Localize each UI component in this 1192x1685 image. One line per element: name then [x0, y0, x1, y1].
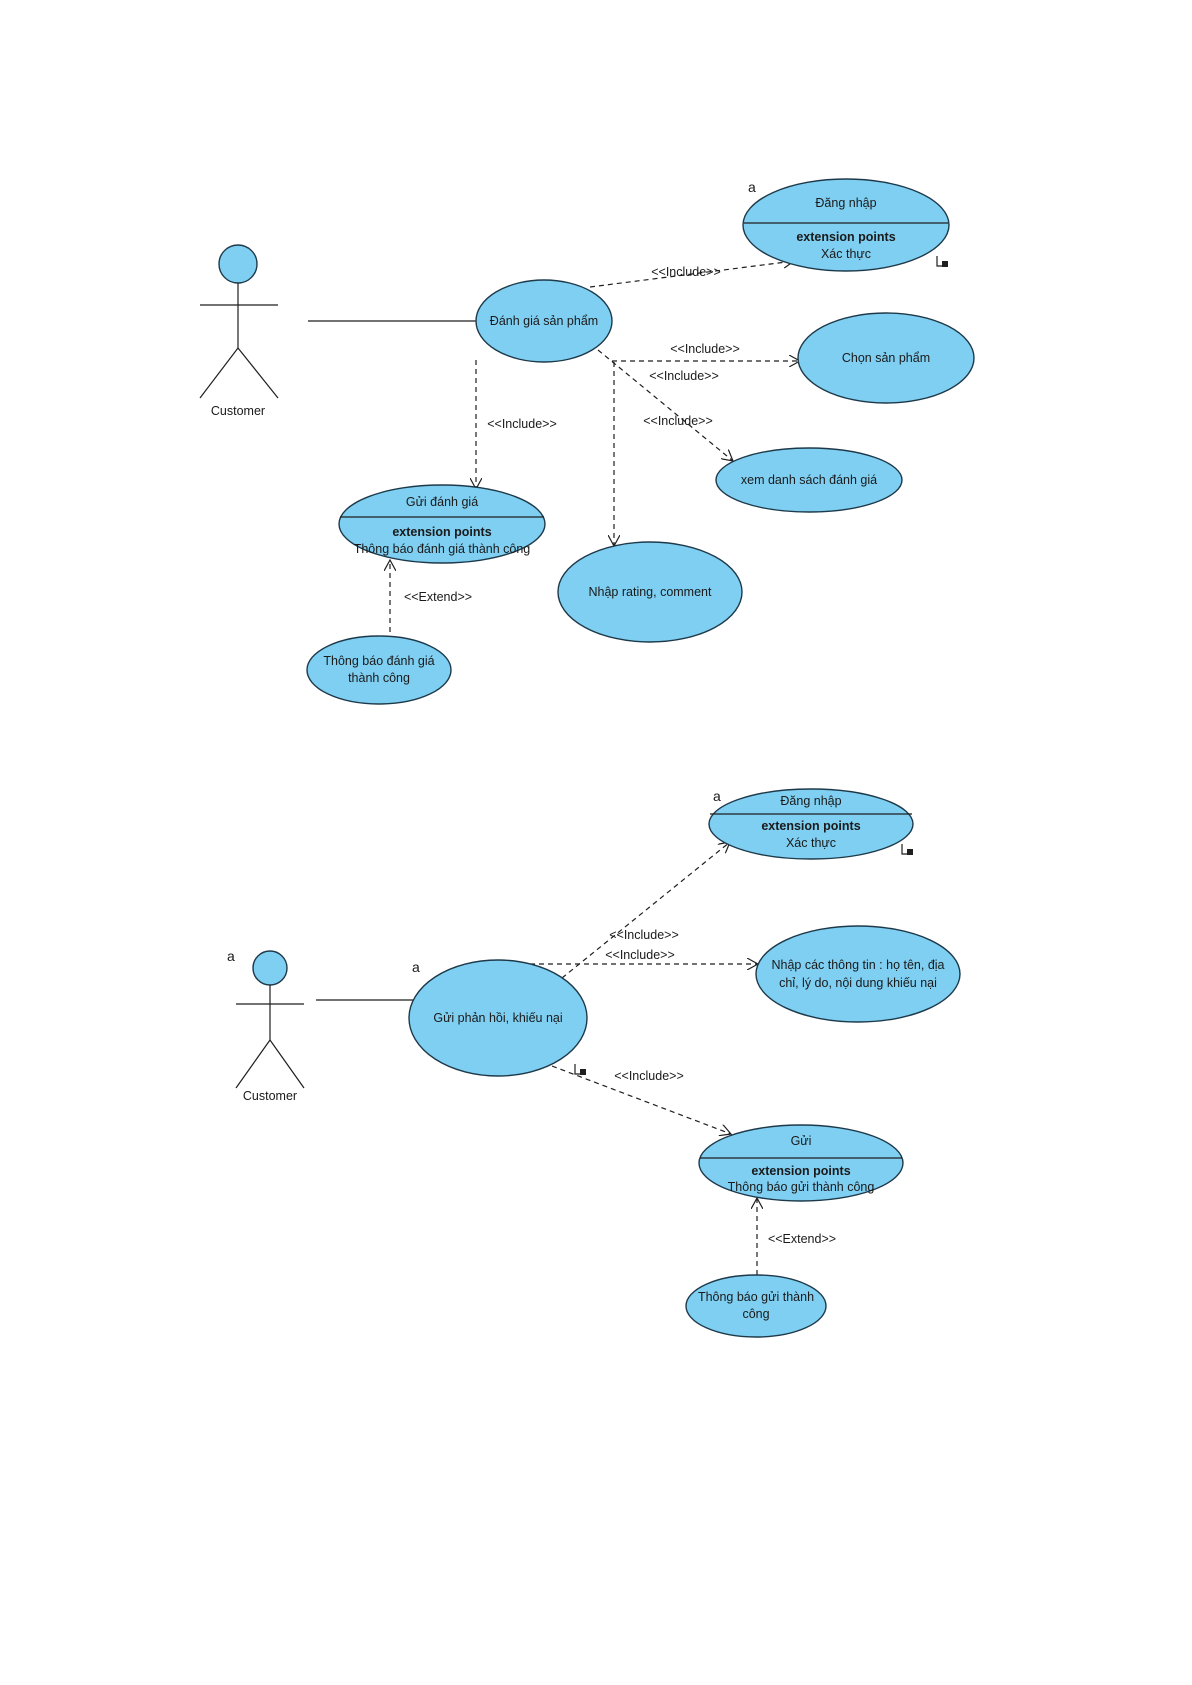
actor-label: Customer	[243, 1089, 297, 1103]
extension-point-value: Thông báo gửi thành công	[728, 1180, 875, 1194]
usecase-chon-san-pham[interactable]: Chọn sản phẩm	[797, 312, 975, 404]
include-label-view-1: <<Include>>	[649, 369, 719, 383]
small-doc-icon	[574, 1064, 586, 1075]
extension-point-value: Xác thực	[821, 247, 871, 261]
usecase-label: Đánh giá sản phẩm	[490, 314, 598, 328]
include-label-view-2: <<Include>>	[643, 414, 713, 428]
usecase-label: Đăng nhập	[780, 794, 841, 808]
usecase-gui-phan-hoi[interactable]: a Gửi phản hồi, khiếu nại	[408, 959, 588, 1077]
usecase-label: Gửi	[791, 1134, 812, 1148]
actor-head	[252, 950, 288, 986]
usecase-nhap-thong-tin[interactable]: Nhập các thông tin : họ tên, địa chỉ, lý…	[755, 925, 961, 1023]
usecase-label-line2: công	[742, 1307, 769, 1321]
include-arrow-send	[551, 1065, 731, 1134]
corner-tag: a	[713, 788, 721, 804]
actor-customer-2[interactable]: a Customer	[227, 948, 305, 1103]
actor-right-leg	[269, 1039, 305, 1089]
extend-label: <<Extend>>	[768, 1232, 836, 1246]
usecase-label-line1: Thông báo đánh giá	[323, 654, 434, 668]
extension-point-value: Thông báo đánh giá thành công	[354, 542, 531, 556]
usecase-gui-danh-gia[interactable]: Gửi đánh giá extension points Thông báo …	[338, 484, 546, 564]
usecase-xem-danh-sach[interactable]: xem danh sách đánh giá	[715, 447, 903, 513]
actor-tag: a	[227, 948, 235, 964]
usecase-label: Chọn sản phẩm	[842, 351, 930, 365]
usecase-dang-nhap-1[interactable]: a Đăng nhập extension points Xác thực	[742, 178, 950, 272]
usecase-label: Đăng nhập	[815, 196, 876, 210]
include-label-choose: <<Include>>	[670, 342, 740, 356]
actor-left-leg	[235, 1039, 271, 1089]
include-arrow-login	[589, 261, 794, 288]
actor-left-leg	[199, 347, 239, 399]
include-label-login: <<Include>>	[651, 265, 721, 279]
include-label-send: <<Include>>	[487, 417, 557, 431]
extend-label: <<Extend>>	[404, 590, 472, 604]
include-arrow-login	[561, 842, 730, 979]
actor-customer-1[interactable]: Customer	[199, 244, 279, 418]
include-label-login: <<Include>>	[609, 928, 679, 942]
include-label-send: <<Include>>	[614, 1069, 684, 1083]
extension-points-title: extension points	[392, 525, 491, 539]
usecase-label: xem danh sách đánh giá	[741, 473, 877, 487]
usecase-label-line2: chỉ, lý do, nội dung khiếu nại	[779, 976, 937, 990]
include-arrow-view	[597, 349, 733, 461]
usecase-label-line1: Thông báo gửi thành	[698, 1290, 814, 1304]
usecase-dang-nhap-2[interactable]: a Đăng nhập extension points Xác thực	[708, 788, 914, 860]
usecase-tag: a	[412, 959, 420, 975]
actor-label: Customer	[211, 404, 265, 418]
extension-points-title: extension points	[751, 1164, 850, 1178]
extension-point-value: Xác thực	[786, 836, 836, 850]
usecase-thong-bao-danh-gia[interactable]: Thông báo đánh giá thành công	[306, 635, 452, 705]
diagram-2: a Customer <<Include>> <<Include>> <<Inc…	[227, 788, 961, 1338]
corner-tag: a	[748, 179, 756, 195]
small-doc-icon	[901, 844, 913, 855]
usecase-gui[interactable]: Gửi extension points Thông báo gửi thành…	[698, 1124, 904, 1202]
extension-points-title: extension points	[761, 819, 860, 833]
usecase-label: Gửi đánh giá	[406, 495, 478, 509]
include-label-info: <<Include>>	[605, 948, 675, 962]
actor-head	[218, 244, 258, 284]
actor-right-leg	[237, 347, 279, 399]
usecase-label-line1: Nhập các thông tin : họ tên, địa	[771, 958, 944, 972]
diagram-1: Customer <<Include>> <<Include>> <<Inclu…	[199, 178, 975, 705]
usecase-label: Nhập rating, comment	[589, 585, 713, 599]
usecase-label: Gửi phản hồi, khiếu nại	[433, 1011, 562, 1025]
small-doc-icon	[936, 256, 948, 267]
usecase-danh-gia-san-pham[interactable]: Đánh giá sản phẩm	[475, 279, 613, 363]
usecase-thong-bao-gui[interactable]: Thông báo gửi thành công	[685, 1274, 827, 1338]
extension-points-title: extension points	[796, 230, 895, 244]
usecase-nhap-rating[interactable]: Nhập rating, comment	[557, 541, 743, 643]
usecase-label-line2: thành công	[348, 671, 410, 685]
